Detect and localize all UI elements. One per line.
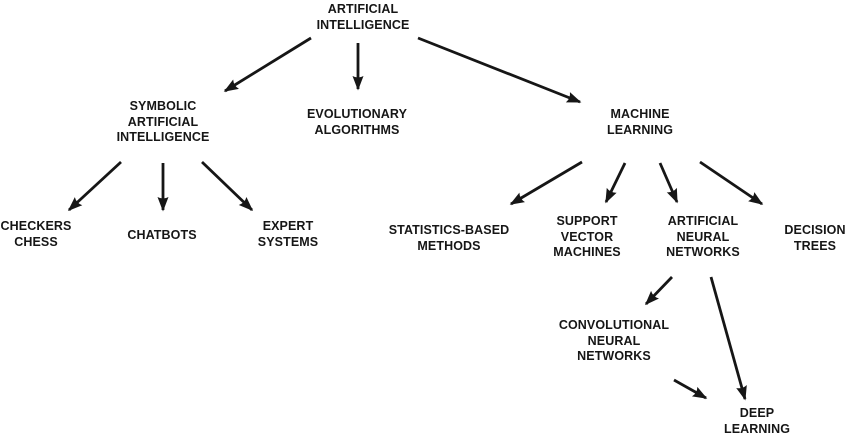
edge-machine-learning-to-decision-trees — [699, 160, 764, 206]
node-machine-learning: MACHINE LEARNING — [606, 107, 674, 137]
node-convolutional-neural-networks: CONVOLUTIONAL NEURAL NETWORKS — [558, 318, 670, 363]
edge-machine-learning-to-support-vector-machines — [604, 162, 627, 204]
edge-symbolic-artificial-intelligence-to-expert-systems — [201, 160, 254, 212]
edge-artificial-neural-networks-to-deep-learning — [709, 276, 747, 401]
edge-symbolic-artificial-intelligence-to-checkers-chess — [67, 160, 122, 212]
node-evolutionary-algorithms: EVOLUTIONARY ALGORITHMS — [306, 107, 408, 137]
edge-machine-learning-to-statistics-based-methods — [509, 160, 583, 206]
node-symbolic-artificial-intelligence: SYMBOLIC ARTIFICIAL INTELLIGENCE — [116, 99, 210, 144]
node-artificial-neural-networks: ARTIFICIAL NEURAL NETWORKS — [666, 214, 740, 259]
node-artificial-intelligence: ARTIFICIAL INTELLIGENCE — [316, 2, 410, 32]
edge-convolutional-neural-networks-to-deep-learning — [673, 378, 708, 400]
edges-group — [67, 36, 764, 401]
node-deep-learning: DEEP LEARNING — [723, 406, 791, 436]
node-chatbots: CHATBOTS — [127, 228, 197, 242]
edge-artificial-neural-networks-to-convolutional-neural-networks — [644, 276, 674, 306]
node-expert-systems: EXPERT SYSTEMS — [257, 219, 319, 249]
edge-machine-learning-to-artificial-neural-networks — [658, 162, 679, 204]
node-support-vector-machines: SUPPORT VECTOR MACHINES — [553, 214, 621, 259]
node-checkers-chess: CHECKERS CHESS — [0, 219, 72, 249]
edge-artificial-intelligence-to-machine-learning — [417, 36, 582, 104]
node-statistics-based-methods: STATISTICS-BASED METHODS — [388, 223, 510, 253]
node-decision-trees: DECISION TREES — [784, 223, 846, 253]
edge-artificial-intelligence-to-symbolic-artificial-intelligence — [223, 36, 312, 93]
